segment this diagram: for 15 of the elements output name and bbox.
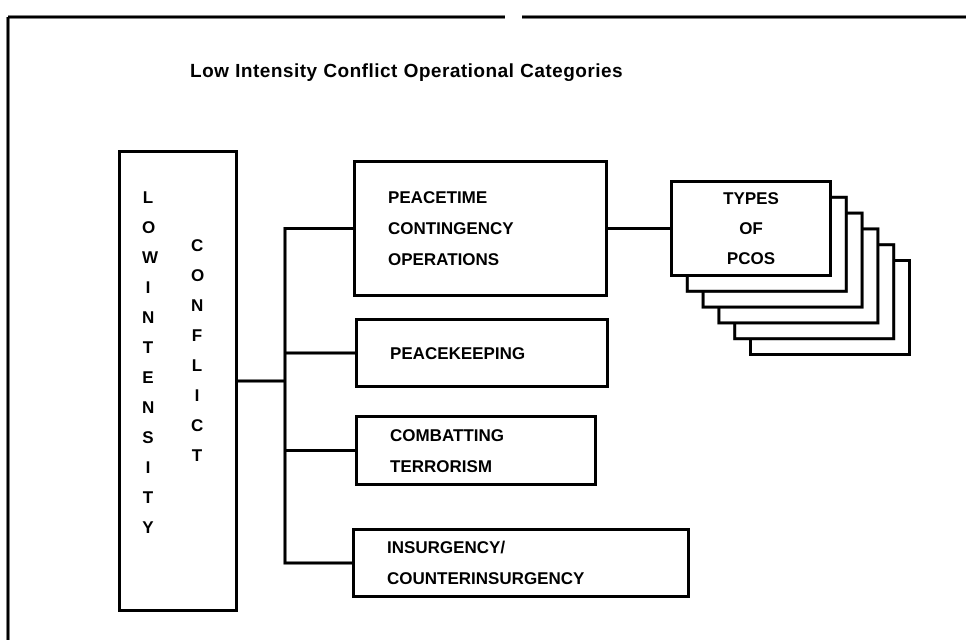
diagram-title: Low Intensity Conflict Operational Categories [190,60,624,84]
category-box [353,160,608,297]
category-box [352,528,690,598]
connector-line [238,380,352,564]
category-box [118,150,238,612]
node-label: COMBATTING TERRORISM [390,424,505,478]
node-label: PEACEKEEPING [390,342,526,364]
stacked-cards [670,180,912,357]
vertical-label: CONFLICT [191,235,203,467]
category-box [355,318,609,388]
node-label: PEACETIME CONTINGENCY OPERATIONS [388,187,514,271]
node-label: INSURGENCY/ COUNTERINSURGENCY [387,537,586,590]
node-label: TYPES OF PCOS [722,188,780,270]
category-box [355,415,597,486]
connector-line [608,227,670,230]
